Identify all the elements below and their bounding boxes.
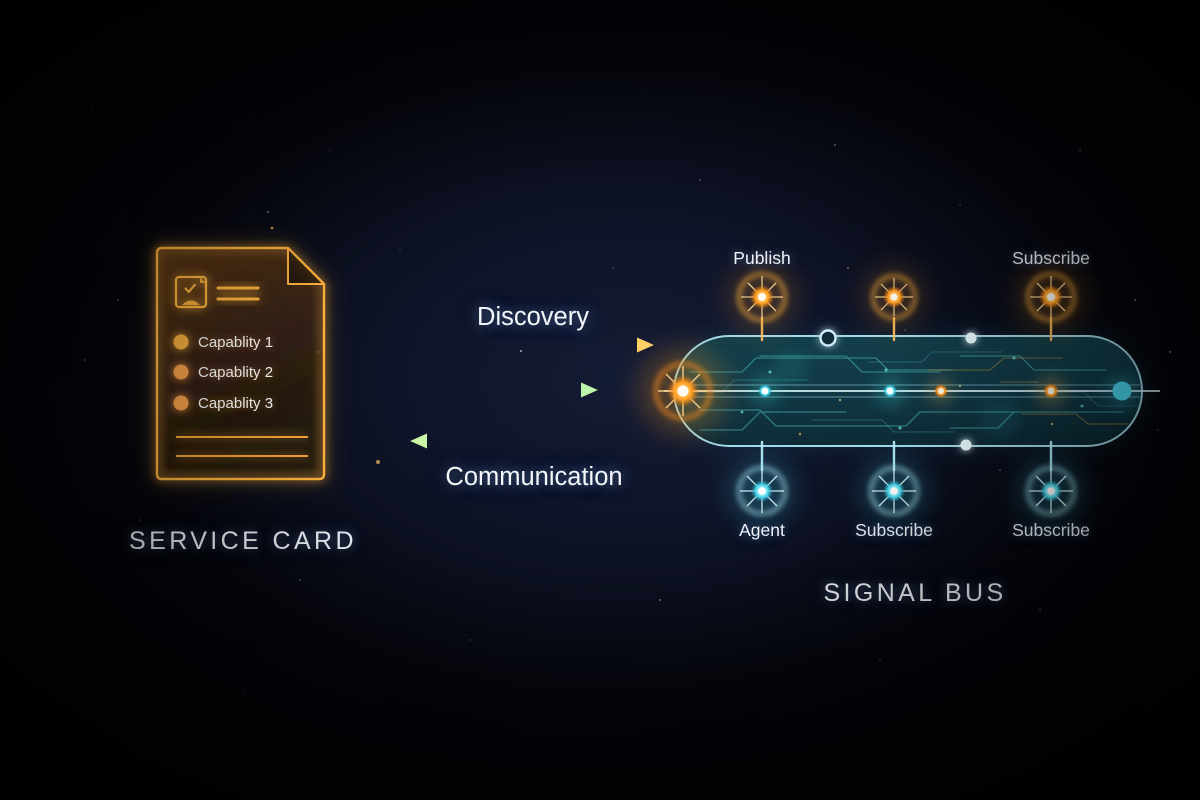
bus-node-cyan-2[interactable] bbox=[874, 375, 906, 407]
bus-bottom-node-subscribe-1[interactable] bbox=[861, 458, 927, 524]
bus-top-node-middle[interactable] bbox=[863, 266, 925, 328]
bus-node-cyan-end[interactable] bbox=[1106, 375, 1138, 407]
bus-top-node-subscribe[interactable] bbox=[1017, 263, 1085, 331]
bus-bottom-node-subscribe-2[interactable] bbox=[1018, 458, 1084, 524]
bus-bottom-node-agent[interactable] bbox=[729, 458, 795, 524]
bus-node-cyan-1[interactable] bbox=[749, 375, 781, 407]
bus-source-node[interactable] bbox=[639, 347, 727, 435]
bus-node-amber-1[interactable] bbox=[927, 377, 955, 405]
bus-top-node-publish[interactable] bbox=[728, 263, 796, 331]
bus-node-amber-2[interactable] bbox=[1035, 375, 1067, 407]
